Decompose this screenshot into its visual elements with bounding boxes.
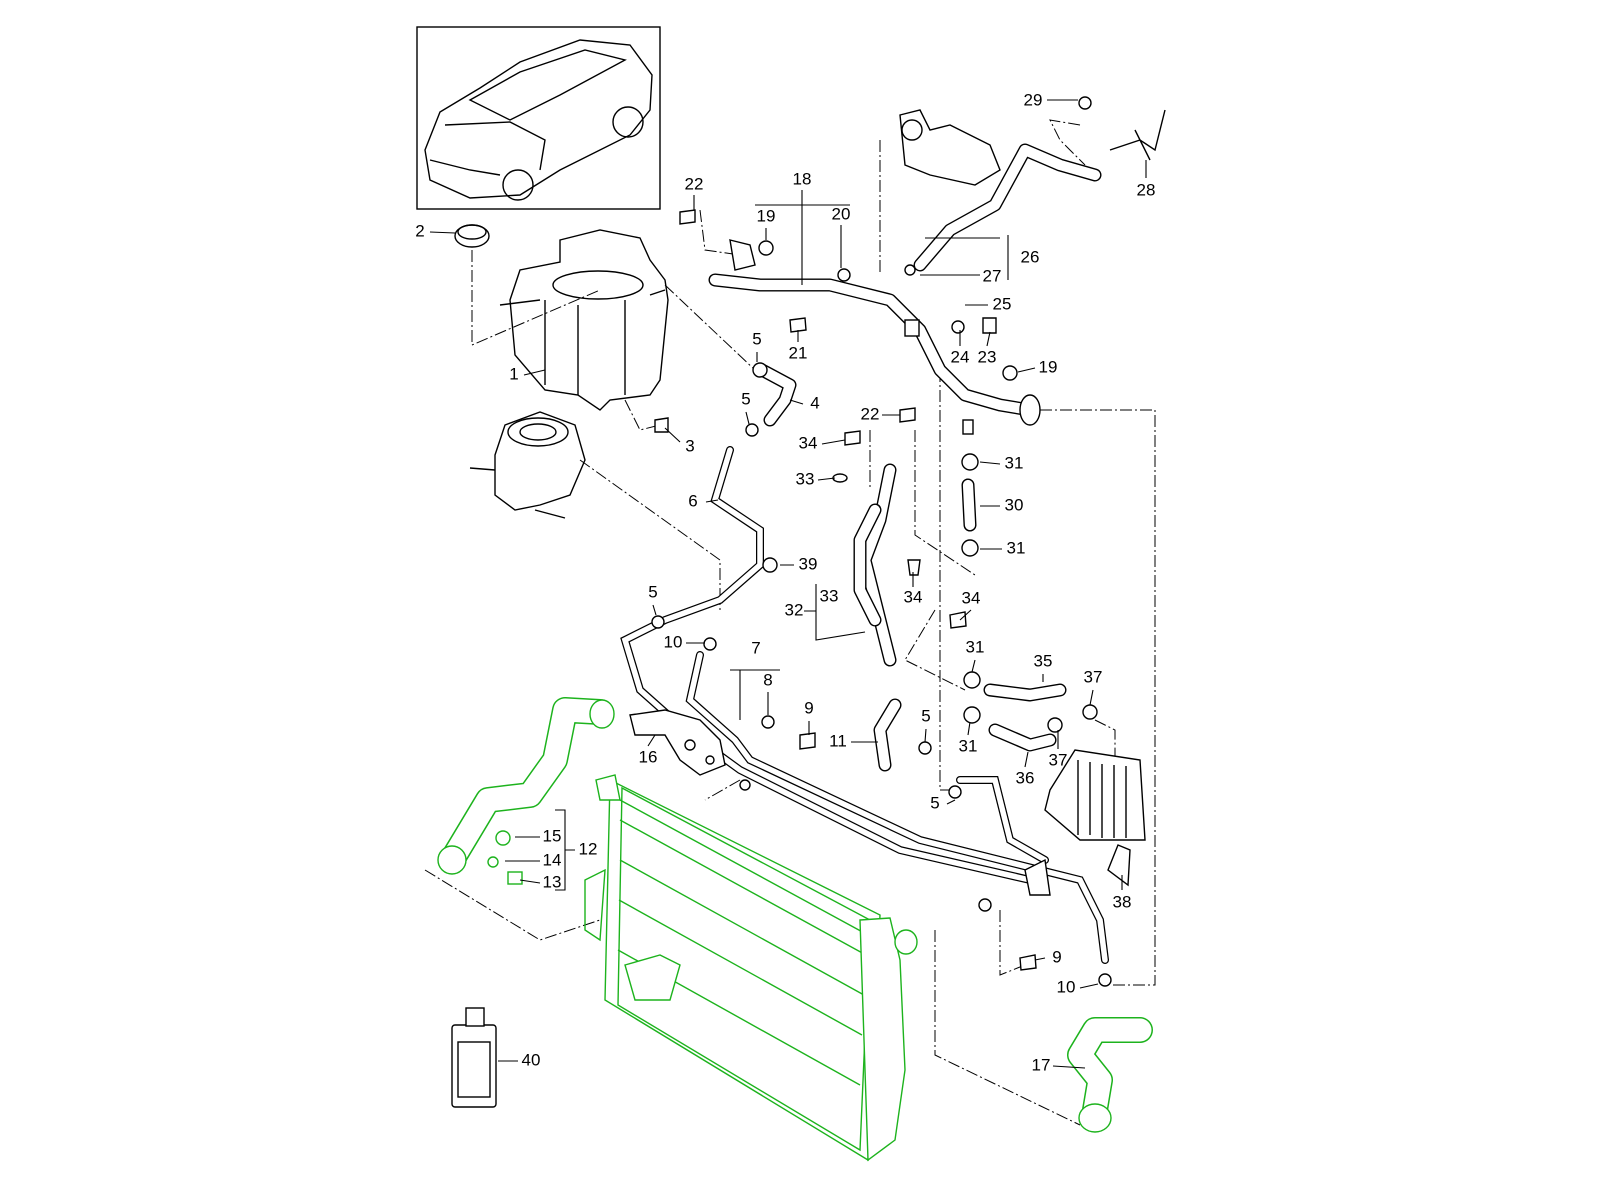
part-label: 16	[639, 747, 658, 766]
part-label: 40	[522, 1050, 541, 1069]
part-label: 39	[799, 554, 818, 573]
part-label: 37	[1084, 667, 1103, 686]
part-label: 9	[1052, 947, 1061, 966]
part-label: 17	[1032, 1055, 1051, 1074]
part-label: 2	[415, 221, 424, 240]
part-label: 33	[796, 469, 815, 488]
part-label: 24	[951, 347, 970, 366]
oil-cooler	[1024, 749, 1146, 896]
part-label: 5	[648, 582, 657, 601]
part-label: 23	[978, 347, 997, 366]
radiator	[584, 774, 918, 1162]
small-hoses	[620, 363, 1109, 964]
part-label: 37	[1049, 750, 1068, 769]
vehicle-inset	[416, 26, 661, 210]
part-label: 7	[751, 638, 760, 657]
thermostat-housing	[899, 109, 1001, 186]
part-label: 38	[1113, 892, 1132, 911]
part-label: 29	[1024, 90, 1043, 109]
part-label: 8	[763, 670, 772, 689]
part-label: 5	[752, 329, 761, 348]
part-label: 18	[793, 169, 812, 188]
hose-26	[904, 96, 1166, 276]
part-label: 15	[543, 826, 562, 845]
coolant-bottle	[451, 1007, 497, 1108]
part-label: 34	[904, 587, 923, 606]
part-label: 26	[1021, 247, 1040, 266]
hose-33	[853, 463, 977, 667]
part-label: 13	[543, 872, 562, 891]
part-label: 11	[829, 731, 847, 750]
reservoir-alt	[469, 411, 586, 519]
part-label: 21	[789, 343, 808, 362]
part-label: 31	[1005, 453, 1024, 472]
part-label: 31	[1007, 538, 1026, 557]
part-label: 1	[509, 364, 518, 383]
part-label: 5	[921, 706, 930, 725]
part-label: 5	[930, 793, 939, 812]
part-label: 19	[757, 206, 776, 225]
part-label: 19	[1039, 357, 1058, 376]
part-label: 35	[1034, 651, 1053, 670]
part-label: 6	[688, 491, 697, 510]
part-label: 31	[959, 736, 978, 755]
part-label: 33	[820, 586, 839, 605]
part-label: 14	[543, 850, 562, 869]
part-label: 10	[1057, 977, 1076, 996]
part-label: 34	[799, 433, 818, 452]
part-label: 5	[741, 389, 750, 408]
leader-lines	[424, 119, 1156, 1126]
coolant-expansion-tank	[499, 229, 669, 411]
part-label: 27	[983, 266, 1002, 285]
pump-16	[629, 709, 726, 776]
part-label: 22	[861, 404, 880, 423]
part-labels: 29 28 22 18 19 20 26 27 2 25 21 24 23 5 …	[415, 90, 1155, 1074]
hoses-35-36-11	[873, 683, 1067, 772]
part-label: 31	[966, 637, 985, 656]
part-label: 20	[832, 204, 851, 223]
radiator-hose-12	[437, 697, 615, 885]
part-label: 34	[962, 588, 981, 607]
coolant-pipe-18	[708, 239, 1041, 435]
part-label: 10	[664, 632, 683, 651]
part-label: 4	[810, 393, 819, 412]
part-label: 30	[1005, 495, 1024, 514]
part-label: 22	[685, 174, 704, 193]
filler-cap	[454, 224, 490, 248]
part-label: 3	[685, 436, 694, 455]
part-label: 32	[785, 600, 804, 619]
clamps-fasteners	[651, 209, 1112, 987]
part-label: 25	[993, 294, 1012, 313]
radiator-hose-17	[1067, 1017, 1153, 1133]
part-label: 12	[579, 839, 598, 858]
part-label: 9	[804, 698, 813, 717]
part-label: 36	[1016, 768, 1035, 787]
part-label: 28	[1137, 180, 1156, 199]
label-leaders	[429, 99, 1147, 1069]
